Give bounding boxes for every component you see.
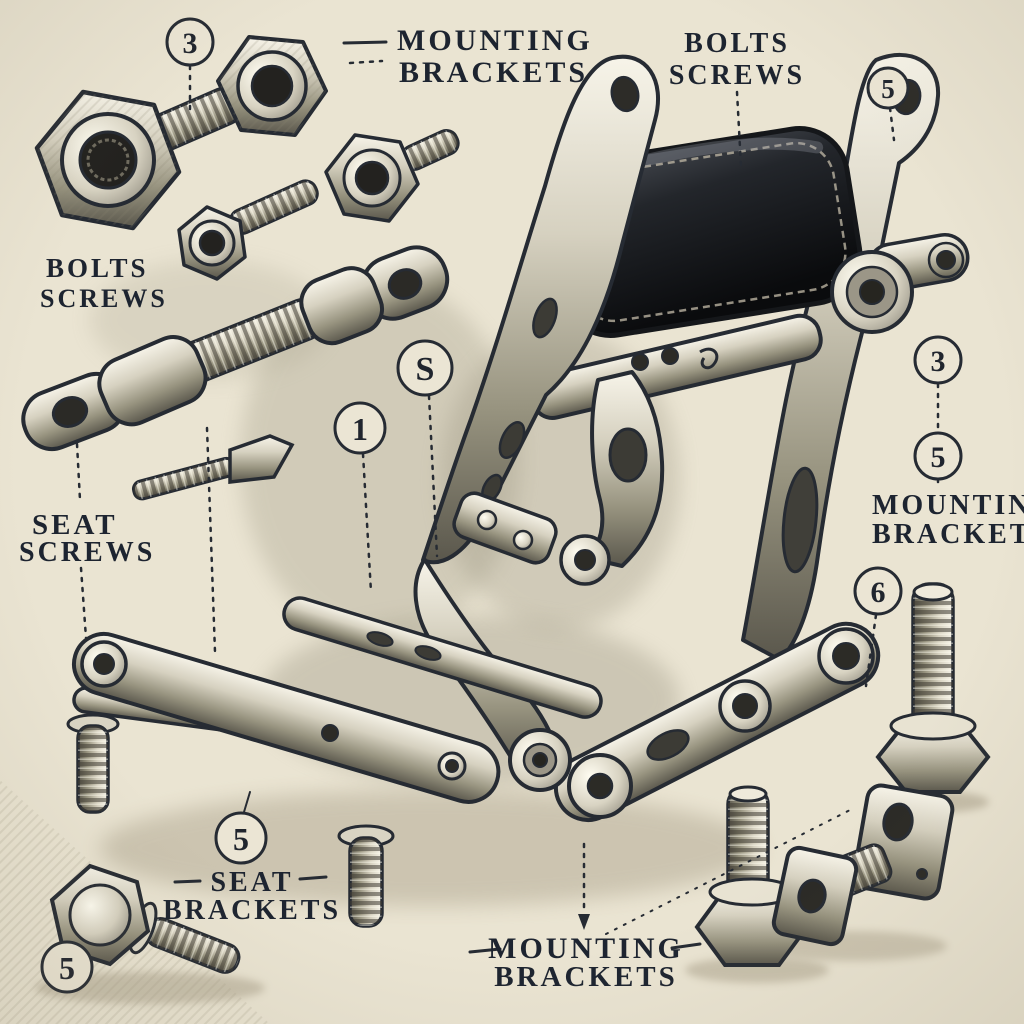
callout-s-center: S [396, 339, 454, 397]
callout-1-center: 1 [333, 401, 387, 455]
callout-number: 5 [233, 821, 249, 857]
callout-number: 3 [183, 27, 198, 60]
bracket-small-hole [916, 868, 928, 880]
pad-pivot-stack [830, 250, 914, 334]
callout-number: 3 [931, 345, 946, 378]
crossbar-hole [631, 353, 649, 371]
clamp-bolt [476, 509, 498, 531]
callout-5-bottom-left: 5 [214, 811, 268, 865]
hinge-ring-hole [586, 772, 614, 800]
callout-6-right: 6 [853, 566, 903, 616]
crossbar-hole [661, 347, 679, 365]
label-bolts-screws-top-1: BOLTS [684, 28, 790, 59]
label-mounting-brackets-right-2: BRACKETS [872, 519, 1024, 550]
spine-knuckle-hole [574, 549, 596, 571]
label-seat-brackets-2: BRACKETS [163, 895, 341, 926]
left-arm-end-hole [445, 759, 459, 773]
callout-number: 5 [59, 950, 75, 986]
callout-3-top-left: 3 [165, 17, 215, 67]
clamp-bolt [512, 529, 534, 551]
right-arm-hole [732, 693, 758, 719]
callout-3-right: 3 [913, 335, 963, 385]
label-bolts-screws-top-2: SCREWS [669, 60, 805, 91]
label-mounting-brackets-bottom-2: BRACKETS [494, 961, 678, 993]
callout-number: 5 [881, 74, 895, 104]
label-mounting-brackets-right-1: MOUNTING [872, 490, 1024, 521]
label-bolts-screws-left-1: BOLTS [46, 253, 149, 283]
callout-5-corner: 5 [40, 940, 94, 994]
stud-top-cap [912, 582, 954, 602]
left-arm-pivot-hole [93, 653, 115, 675]
label-bolts-screws-left-2: SCREWS [40, 284, 168, 313]
callout-number: 1 [352, 411, 368, 447]
left-arm-hole [321, 724, 339, 742]
label-mounting-brackets-top-2: BRACKETS [399, 56, 588, 89]
callout-5-right: 5 [913, 431, 963, 481]
callout-number: 6 [871, 576, 886, 609]
label-mounting-brackets-top-1: MOUNTING [397, 24, 593, 57]
stud-top-cap [728, 785, 768, 803]
callout-5-top-right: 5 [866, 66, 910, 110]
spine-hole [608, 427, 648, 483]
link-hole [936, 250, 956, 270]
callout-number: S [416, 351, 435, 388]
bolt-head-face [68, 883, 132, 947]
right-arm-end-hole [832, 642, 860, 670]
callout-number: 5 [931, 441, 946, 474]
hinge-pin [532, 752, 548, 768]
label-seat-screws-2: SCREWS [19, 537, 155, 568]
label-seat-brackets-1: SEAT [210, 867, 293, 898]
nut-top-face [889, 711, 977, 741]
